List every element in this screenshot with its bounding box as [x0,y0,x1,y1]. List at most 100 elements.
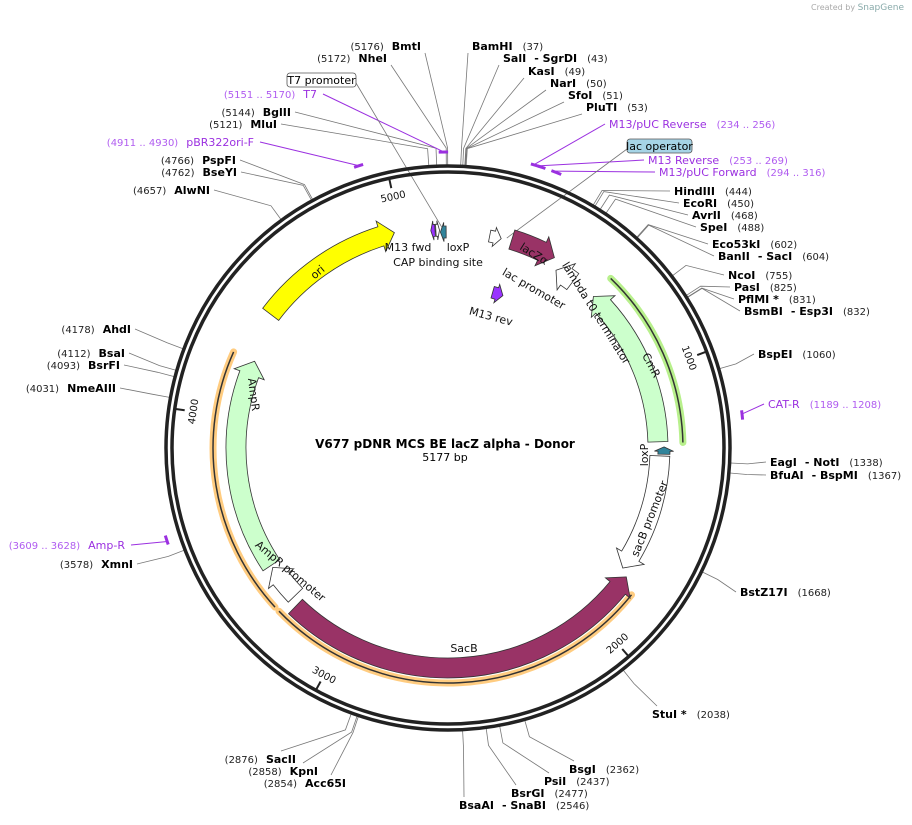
enzyme-name: BfuAI [770,469,804,482]
primer-name: T7 [302,88,317,101]
feature-lac-promoter-arrow [488,226,502,248]
enzyme-name: BstZ17I [740,586,788,599]
enzyme-leader-line [119,387,170,398]
enzyme-label: SalI- SgrDI(43) [503,52,608,65]
enzyme-leader-line [524,720,575,762]
enzyme-leader-line [594,191,680,207]
enzyme-name-2: - SacI [758,250,792,263]
enzyme-position: (1668) [798,588,831,599]
enzyme-position: (5144) [222,108,255,119]
enzyme-leader-line [460,52,469,166]
enzyme-leader-line [687,287,741,312]
enzyme-name: AhdI [103,323,131,336]
enzyme-name: PspFI [202,154,236,167]
enzyme-name: BglII [263,106,291,119]
enzyme-label: BsrGI(2477) [511,787,588,800]
enzyme-leader-line [302,715,358,764]
enzyme-leader-line [599,194,689,216]
enzyme-position: (4112) [57,349,90,360]
cmr-outer-arc [610,277,684,443]
enzyme-label: EcoRI(450) [683,197,754,210]
backbone-outer [164,164,732,732]
enzyme-leader-line [390,64,447,166]
enzyme-name: BsgI [569,763,596,776]
label-lines [119,52,767,798]
primer-range: (4911 .. 4930) [107,138,179,149]
enzyme-leader-line [136,549,185,565]
feature-box-label: lac operator [626,140,693,153]
enzyme-label: StuI *(2038) [652,708,730,721]
enzyme-name: PflMI * [738,293,779,306]
enzyme-label: (2858)KpnI [248,765,318,778]
primer-label: CAT-R(1189 .. 1208) [768,398,881,411]
feature-box [286,72,357,88]
feature-lacz-arrow [508,229,555,267]
enzyme-site-bsrfi: (4093)BsrFI [47,359,120,372]
enzyme-position: (825) [770,283,797,294]
enzyme-name: BamHI [472,40,513,53]
enzyme-leader-line [464,89,547,166]
enzyme-site-pflmi: PflMI *(831) [738,293,816,306]
enzyme-site-bsaai-snabi: BsaAI- SnaBI(2546) [459,799,589,812]
enzyme-site-ahdi: (4178) AhdI [61,323,131,336]
enzyme-label: (4093)BsrFI [47,359,120,372]
primer-name: Amp-R [88,539,125,552]
enzyme-label: (5176)BmtI [351,40,421,53]
feature-m13-rev-arrow [490,283,504,304]
feature-cmr-arrow [590,295,669,443]
backbone-inner [170,170,726,726]
enzyme-label: (2854)Acc65I [264,777,346,790]
primer-mark [163,535,170,545]
enzyme-label: HindIII(444) [674,185,752,198]
enzyme-site-pasi: PasI (825) [734,281,797,294]
primer-label: (3609 .. 3628)Amp-R [9,539,126,552]
enzyme-site-bsai: (4112) BsaI [57,347,125,360]
tick-mark [174,407,185,412]
enzyme-label: BsaAI- SnaBI(2546) [459,799,589,812]
primer-range: (294 .. 316) [767,168,826,179]
feature-label-loxp-2: loxP [638,443,651,466]
enzyme-site-bsrgi: BsrGI(2477) [511,787,588,800]
enzyme-name-2: - NotI [805,456,840,469]
enzyme-label: SfoI(51) [568,89,623,102]
feature-ampr-promoter-arrow [267,566,304,603]
enzyme-position: (4178) [61,325,94,336]
enzyme-name: AvrII [692,209,721,222]
feature-lambda-t0-terminator-arrow [555,262,580,292]
enzyme-position: (5172) [317,54,350,65]
enzyme-name: EcoRI [683,197,717,210]
enzyme-name: BmtI [392,40,421,53]
enzyme-site-kpni: (2858)KpnI [248,765,318,778]
enzyme-leader-line [240,171,312,201]
tick-mark [621,648,630,658]
feature-box-t7-promoter: T7 promoter [286,72,357,88]
enzyme-name: Acc65I [305,777,346,790]
enzyme-position: (4657) [133,186,166,197]
enzyme-name: MluI [250,118,277,131]
tick-mark [314,681,322,691]
enzyme-name: SpeI [700,221,727,234]
primer-label: M13/pUC Reverse(234 .. 256) [609,118,775,131]
enzyme-position: (49) [565,67,586,78]
primer-range: (5151 .. 5170) [224,90,296,101]
enzyme-leader-line [213,189,282,220]
feature-label-cap-binding-site: CAP binding site [393,256,483,269]
enzyme-position: (4766) [161,156,194,167]
enzyme-site-nari: NarI(50) [550,77,607,90]
enzyme-name: SfoI [568,89,592,102]
enzyme-leader-line [702,571,737,593]
enzyme-name: PasI [734,281,760,294]
primer-mark [537,164,546,170]
enzyme-name-2: - BspMI [812,469,858,482]
enzyme-site-stui: StuI *(2038) [652,708,730,721]
primer-range: (1189 .. 1208) [810,400,882,411]
enzyme-site-acc65i: (2854)Acc65I [264,777,346,790]
enzyme-position: (832) [843,307,870,318]
enzyme-leader-line [128,352,177,371]
enzyme-label: (4762)BseYI [161,166,237,179]
feature-box-lac-operator: lac operator [626,138,693,154]
enzyme-site-xmni: (3578)XmnI [60,558,133,571]
enzyme-leader-line [729,472,767,476]
enzyme-site-alwni: (4657)AlwNI [133,184,210,197]
enzyme-name: BsaI [99,347,125,360]
